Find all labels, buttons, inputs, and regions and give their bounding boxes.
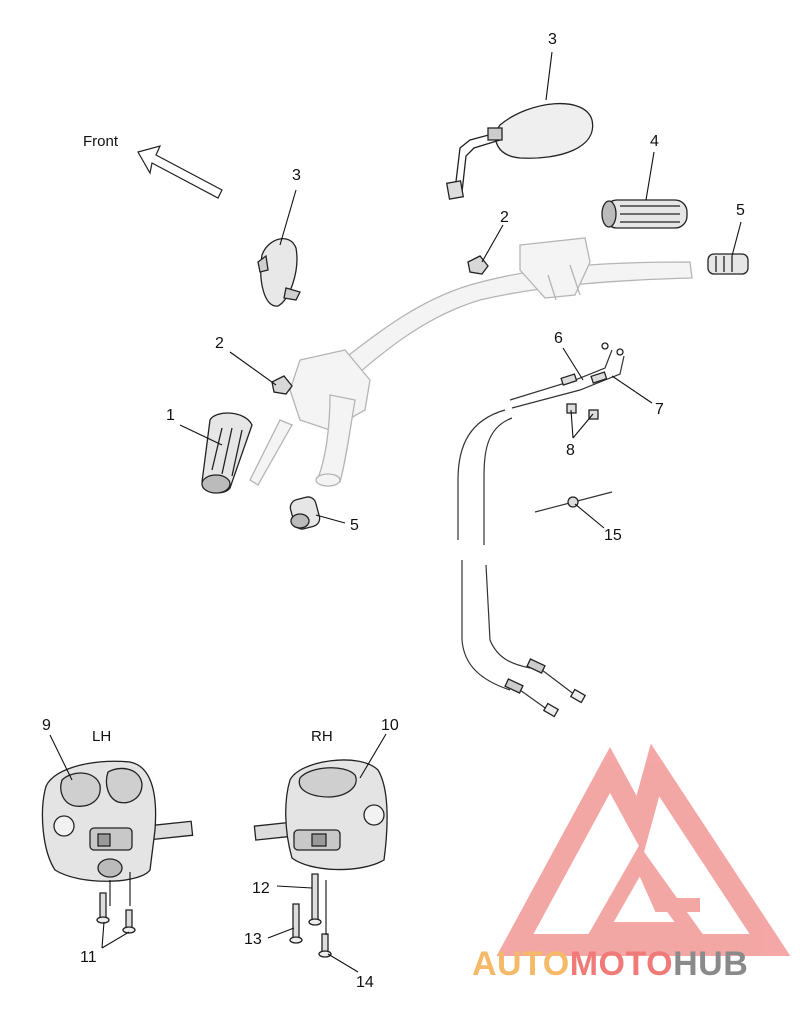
watermark-logo (496, 743, 791, 956)
callout-3-right: 3 (548, 31, 557, 48)
leader-lines (49, 51, 742, 973)
bar-end-right (707, 253, 749, 275)
watermark-moto: MOTO (570, 945, 673, 983)
callout-3-left: 3 (292, 167, 301, 184)
callout-10: 10 (381, 717, 399, 734)
callout-6: 6 (554, 330, 563, 347)
mirror-right (445, 102, 594, 200)
label-rh: RH (311, 728, 333, 745)
callout-5-left: 5 (350, 517, 359, 534)
cable-tie (534, 491, 613, 513)
callout-2-left: 2 (215, 335, 224, 352)
watermark-auto: AUTO (472, 945, 570, 983)
grip-right (601, 199, 688, 229)
callout-11: 11 (80, 949, 97, 966)
clamp-left (271, 375, 293, 395)
callout-14: 14 (356, 974, 374, 991)
front-arrow (137, 145, 223, 199)
callout-9: 9 (42, 717, 51, 734)
callout-2-right: 2 (500, 209, 509, 226)
rh-switch-housing (253, 759, 388, 871)
callout-1: 1 (166, 407, 175, 424)
lh-screws (96, 872, 136, 934)
callout-15: 15 (604, 527, 622, 544)
grip-left (201, 412, 253, 494)
clamp-right (467, 255, 489, 275)
callout-8: 8 (566, 442, 575, 459)
label-lh: LH (92, 728, 111, 745)
bar-end-left (289, 496, 321, 530)
callout-13: 13 (244, 931, 262, 948)
callout-7: 7 (655, 401, 664, 418)
throttle-cables (457, 342, 625, 718)
callout-12: 12 (252, 880, 270, 897)
watermark-text: AUTOMOTOHUB (472, 945, 748, 983)
front-label: Front (83, 133, 119, 150)
mirror-left (257, 238, 301, 307)
handlebar-ghost (249, 237, 693, 487)
callout-4: 4 (650, 133, 659, 150)
callout-5-right: 5 (736, 202, 745, 219)
rh-screws (289, 873, 332, 958)
lh-switch-housing (41, 760, 194, 882)
watermark-hub: HUB (673, 945, 748, 983)
